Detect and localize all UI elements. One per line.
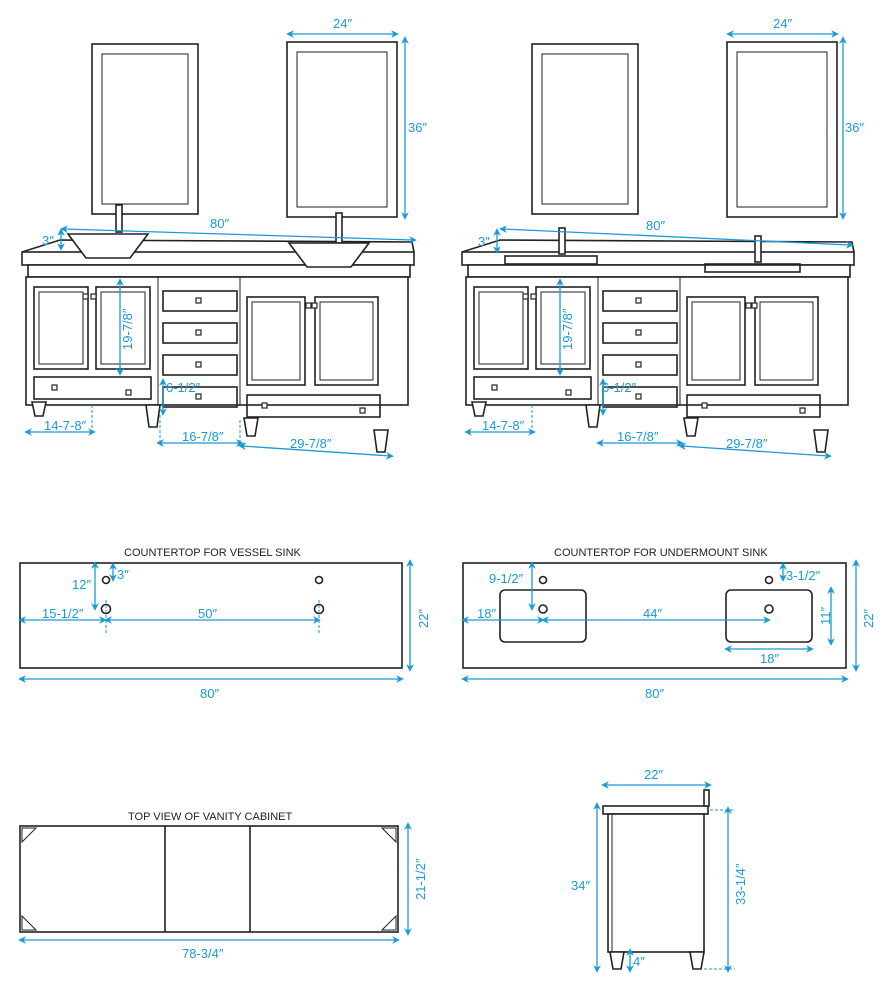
- leg: [243, 417, 259, 437]
- dim-total-width: 80″: [210, 216, 229, 231]
- mirror: [531, 43, 639, 215]
- drawer: [602, 322, 678, 344]
- dim-leg-height: 6-1/2″: [166, 380, 201, 395]
- dim-cabinet-height: 33-1/4″: [733, 863, 748, 905]
- door: [314, 296, 379, 386]
- dim-right-section: 29-7/8″: [726, 436, 768, 451]
- dim-width: 78-3/4″: [182, 946, 224, 961]
- dim-faucet-offset: 3-1/2″: [786, 568, 821, 583]
- crown-molding: [27, 264, 411, 278]
- dim-mirror-width: 24″: [333, 16, 352, 31]
- dim-hole-spacing: 50″: [198, 606, 217, 621]
- dim-width: 80″: [200, 686, 219, 701]
- dim-total-width: 80″: [646, 218, 665, 233]
- dim-leg-height: 6-1/2″: [602, 380, 637, 395]
- dim-door-height: 19-7/8″: [120, 308, 135, 350]
- mirror: [726, 41, 838, 218]
- dim-sink-width: 18″: [760, 651, 779, 666]
- dim-mirror-width: 24″: [773, 16, 792, 31]
- dim-hole-depth: 12″: [72, 577, 91, 592]
- leg: [683, 417, 699, 437]
- leg: [585, 404, 601, 428]
- dim-hole-depth: 9-1/2″: [489, 571, 524, 586]
- cabinet-body: [465, 276, 849, 406]
- countertop-undermount-title: COUNTERTOP FOR UNDERMOUNT SINK: [554, 547, 768, 559]
- front-vessel-dimensions: 24″ 36″ 80″ 3″ 19-7/8″ 6-1/2″ 14-7-8″ 16…: [24, 16, 427, 460]
- drawer: [473, 376, 592, 400]
- dim-backsplash: 3″: [42, 233, 54, 248]
- dim-edge-to-sink: 18″: [477, 606, 496, 621]
- door: [33, 286, 89, 370]
- countertop-undermount-plan: COUNTERTOP FOR UNDERMOUNT SINK 9-1/2″ 3-…: [461, 547, 876, 701]
- drawer: [686, 394, 821, 418]
- dim-edge-to-hole: 15-1/2″: [42, 606, 84, 621]
- dim-sink-depth: 11″: [818, 607, 833, 625]
- countertop-vessel-title: COUNTERTOP FOR VESSEL SINK: [124, 547, 302, 559]
- leg: [373, 429, 389, 453]
- door: [686, 296, 746, 386]
- leg: [145, 404, 161, 428]
- countertop-vessel-plan: COUNTERTOP FOR VESSEL SINK 12″ 3″ 15-1/2…: [18, 547, 431, 701]
- countertop-front: [461, 251, 855, 266]
- dim-depth: 21-1/2″: [413, 858, 428, 900]
- dim-right-section: 29-7/8″: [290, 436, 332, 451]
- dim-mirror-height: 36″: [408, 120, 427, 135]
- cabinet-body: [25, 276, 409, 406]
- undermount-vanity: [461, 41, 855, 453]
- door: [473, 286, 529, 370]
- door: [754, 296, 819, 386]
- dim-depth: 22″: [416, 609, 431, 628]
- leg: [813, 429, 829, 453]
- dim-mirror-height: 36″: [845, 120, 864, 135]
- cabinet-side-view: 22″ 34″ 33-1/4″ 4″: [571, 767, 748, 973]
- crown-molding: [467, 264, 851, 278]
- dim-middle-section: 16-7/8″: [617, 429, 659, 444]
- drawer: [162, 290, 238, 312]
- mirror: [286, 41, 398, 218]
- vanity-cabinet: [21, 41, 415, 453]
- countertop-top: [461, 239, 855, 253]
- undermount-sink: [704, 263, 801, 273]
- drawer: [33, 376, 152, 400]
- leg: [31, 401, 47, 417]
- dim-middle-section: 16-7/8″: [182, 429, 224, 444]
- front-undermount-dimensions: 24″ 36″ 80″ 3″ 19-7/8″ 6-1/2″ 14-7-8″ 16…: [464, 16, 864, 460]
- leg: [471, 401, 487, 417]
- dim-total-height: 34″: [571, 878, 590, 893]
- dim-sink-spacing: 44″: [643, 606, 662, 621]
- top-view-title: TOP VIEW OF VANITY CABINET: [128, 811, 292, 823]
- mirror: [91, 43, 199, 215]
- dim-backsplash: 3″: [478, 234, 490, 249]
- dim-door-height: 19-7/8″: [560, 308, 575, 350]
- dim-width: 80″: [645, 686, 664, 701]
- undermount-sink: [504, 255, 598, 265]
- dim-toe: 4″: [633, 954, 645, 969]
- drawer: [602, 354, 678, 376]
- door: [246, 296, 306, 386]
- dim-depth: 22″: [861, 609, 876, 628]
- dim-depth: 22″: [644, 767, 663, 782]
- drawer: [162, 322, 238, 344]
- dim-left-section: 14-7-8″: [482, 418, 525, 433]
- cabinet-top-view: TOP VIEW OF VANITY CABINET 21-1/2″ 78-3/…: [18, 811, 428, 961]
- drawer: [162, 354, 238, 376]
- drawer: [602, 290, 678, 312]
- drawer: [246, 394, 381, 418]
- dim-left-section: 14-7-8″: [44, 418, 87, 433]
- dim-faucet-offset: 3″: [117, 567, 129, 582]
